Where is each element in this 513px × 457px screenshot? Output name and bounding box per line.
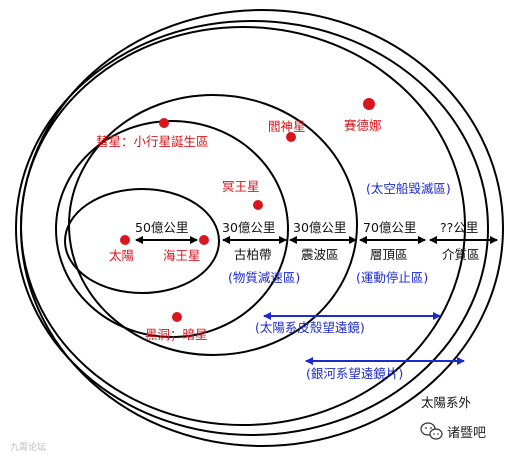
black-hole-dot (172, 312, 182, 322)
neptune-dot (199, 235, 209, 245)
label-black-hole: 黑洞；暗星 (145, 327, 208, 342)
watermark-text: 九霄论坛 (10, 441, 46, 453)
brand-text: 诸暨吧 (447, 426, 486, 441)
label-sun: 太陽 (109, 248, 134, 263)
kuiper-ring (55, 120, 289, 338)
comet-dot (159, 118, 169, 128)
label-telescope-solar: (太陽系皮殼望遠鏡) (255, 320, 365, 335)
label-sedna: 賽德娜 (344, 118, 382, 133)
pluto-dot (253, 200, 263, 210)
label-dist-1: 50億公里 (135, 220, 188, 235)
label-zone-kuiper: 古柏帶 (234, 247, 272, 262)
label-zone-stop: (運動停止區) (356, 270, 428, 285)
outer-ring-3 (15, 20, 489, 436)
label-zone-medium: 介質區 (442, 247, 480, 262)
label-uranus: 閻神星 (268, 119, 306, 134)
label-dist-5: ??公里 (440, 220, 478, 235)
label-zone-deceleration: (物質減速區) (228, 270, 300, 285)
label-telescope-galaxy: (銀河系望遠鏡片) (306, 366, 403, 381)
inner-orbit-ring (64, 188, 220, 294)
label-dist-3: 30億公里 (293, 220, 346, 235)
outer-ring-2 (20, 26, 466, 426)
uranus-dot (286, 132, 296, 142)
sedna-dot (363, 98, 375, 110)
label-comet: 彗星：小行星誕生區 (96, 134, 209, 149)
label-dist-2: 30億公里 (222, 220, 275, 235)
label-dist-4: 70億公里 (363, 220, 416, 235)
label-zone-heliopause: 層頂區 (370, 247, 408, 262)
label-zone-shock: 震波區 (301, 247, 339, 262)
label-zone-ship-destroyed: (太空船毀滅區) (366, 181, 451, 196)
sun-dot (120, 235, 130, 245)
label-outside: 太陽系外 (421, 395, 472, 410)
wechat-icon (420, 422, 443, 440)
label-pluto: 冥王星 (222, 179, 260, 194)
label-neptune: 海王星 (163, 248, 201, 263)
